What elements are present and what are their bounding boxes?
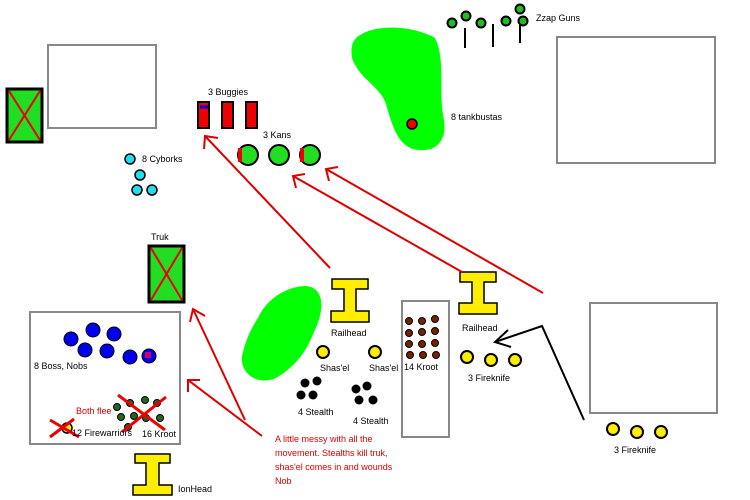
- fireknife-b-units: [606, 422, 668, 439]
- zzap-guns: [446, 3, 529, 48]
- kans: [237, 144, 321, 166]
- label-fireknife-a: 3 Fireknife: [468, 373, 510, 383]
- label-stealth-right: 4 Stealth: [353, 416, 389, 426]
- note-line: movement. Stealths kill truk,: [275, 448, 388, 458]
- label-tankbustas: 8 tankbustas: [451, 112, 503, 122]
- label-shasel-left: Shas'el: [320, 363, 349, 373]
- label-stealth-left: 4 Stealth: [298, 407, 334, 417]
- label-railhead-right: Railhead: [462, 323, 498, 333]
- note-commentary: A little messy with all the movement. St…: [275, 434, 393, 486]
- stealth-right: [351, 381, 378, 405]
- label-truk: Truk: [151, 232, 169, 242]
- kroot-16: [113, 396, 164, 431]
- label-boss-nobs: 8 Boss, Nobs: [34, 361, 88, 371]
- buggies: [197, 101, 258, 129]
- note-line: shas'el comes in and wounds: [275, 462, 393, 472]
- railhead-left: [330, 278, 370, 323]
- move-arrows: [187, 134, 544, 437]
- wrecked-truk-left: [5, 87, 44, 144]
- label-fireknife-b: 3 Fireknife: [614, 445, 656, 455]
- stealth-left: [296, 376, 322, 400]
- shasel-left-unit: [316, 345, 330, 359]
- label-ionhead: IonHead: [178, 484, 212, 494]
- note-both-flee: Both flee: [76, 406, 112, 416]
- label-firewarriors: 12 Firewarriors: [72, 428, 133, 438]
- building-top-right: [556, 36, 716, 164]
- fireknife-a-units: [460, 350, 522, 367]
- kroot-14: [405, 315, 440, 359]
- woods-middle: [241, 286, 322, 381]
- tankbusta-marker: [406, 118, 418, 130]
- wrecked-truk: [147, 244, 186, 304]
- label-shasel-right: Shas'el: [369, 363, 398, 373]
- note-line: Nob: [275, 476, 292, 486]
- railhead-right: [458, 271, 498, 315]
- kroot-16-cross: [117, 393, 167, 434]
- cyborks: [124, 153, 158, 196]
- building-top-left: [47, 44, 157, 129]
- fireknife-move-arrow: [493, 324, 585, 421]
- shasel-right-unit: [368, 345, 382, 359]
- firewarriors-cross: [49, 417, 80, 439]
- label-railhead-left: Railhead: [331, 328, 367, 338]
- label-cyborks: 8 Cyborks: [142, 154, 183, 164]
- label-kans: 3 Kans: [263, 130, 292, 140]
- building-bottom-right: [589, 302, 718, 414]
- label-kroot-16: 16 Kroot: [142, 429, 177, 439]
- label-buggies: 3 Buggies: [208, 87, 249, 97]
- note-line: A little messy with all the: [275, 434, 373, 444]
- label-zzap-guns: Zzap Guns: [536, 13, 581, 23]
- ionhead: [132, 453, 173, 496]
- boss-nobs: [63, 322, 157, 365]
- woods-top: [351, 27, 445, 151]
- label-kroot-14: 14 Kroot: [404, 362, 439, 372]
